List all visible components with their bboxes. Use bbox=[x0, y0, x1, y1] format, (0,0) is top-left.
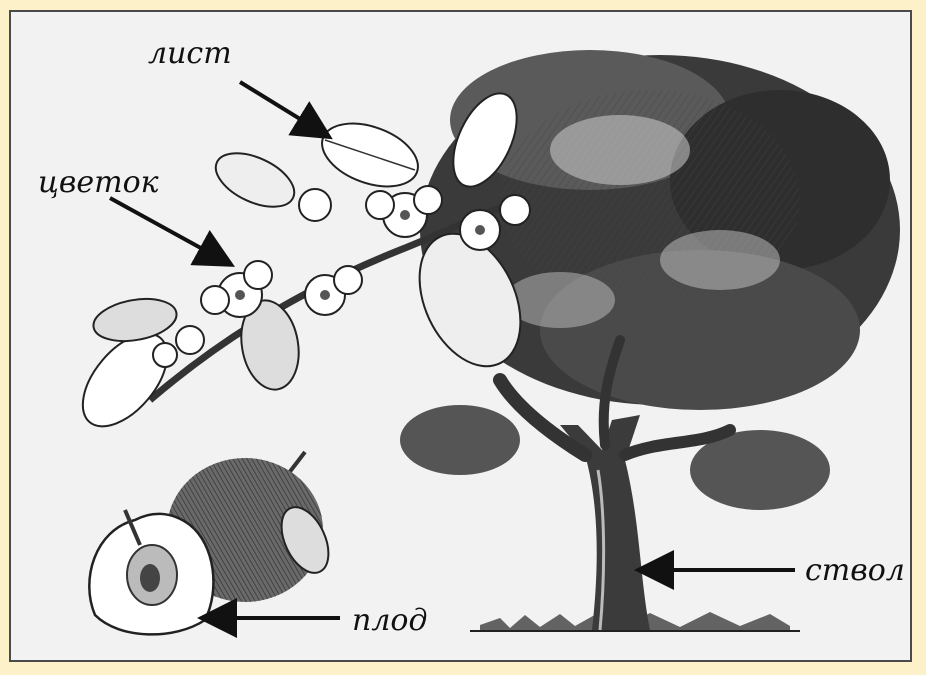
flower-label: цветок bbox=[38, 165, 159, 200]
apple-fruit bbox=[89, 452, 338, 634]
fruit-label: плод bbox=[352, 603, 428, 638]
flowering-branch bbox=[67, 84, 541, 442]
trunk-label: ствол bbox=[805, 553, 905, 588]
flower-arrow bbox=[110, 198, 228, 263]
leaf-arrow bbox=[240, 82, 326, 135]
leaf-label: лист bbox=[148, 36, 232, 71]
